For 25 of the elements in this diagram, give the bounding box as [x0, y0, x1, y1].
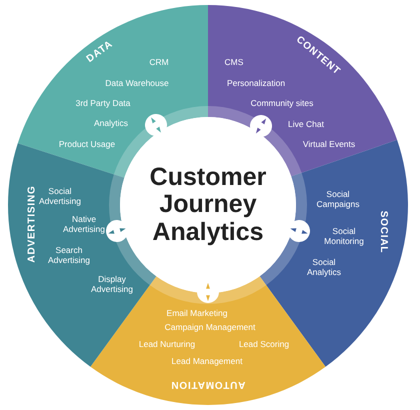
- list-item: Product Usage: [58, 140, 116, 150]
- segment-title: SOCIAL: [377, 210, 389, 254]
- list-item: Social Campaigns: [316, 190, 360, 210]
- list-item: Campaign Management: [164, 323, 256, 333]
- list-item: Social Analytics: [306, 258, 342, 278]
- segment-title: AUTOMATION: [170, 378, 246, 390]
- list-item: Social Monitoring: [323, 227, 365, 247]
- list-item: Personalization: [226, 79, 286, 89]
- segment-title: ADVERTISING: [26, 185, 38, 263]
- list-item: Live Chat: [287, 120, 325, 130]
- list-item: Virtual Events: [302, 140, 356, 150]
- list-item: Search Advertising: [46, 246, 92, 266]
- list-item: Email Marketing: [166, 309, 228, 319]
- list-item: Native Advertising: [62, 215, 106, 235]
- list-item: CRM: [148, 58, 170, 68]
- list-item: Analytics: [92, 119, 129, 129]
- list-item: 3rd Party Data: [74, 99, 132, 109]
- list-item: Display Advertising: [90, 275, 134, 295]
- list-item: Lead Management: [170, 357, 244, 367]
- list-item: CMS: [224, 58, 244, 68]
- list-item: Lead Nurturing: [138, 340, 196, 350]
- list-item: Lead Scoring: [238, 340, 290, 350]
- list-item: Data Warehouse: [104, 79, 170, 89]
- list-item: Community sites: [250, 99, 314, 109]
- center-title: Customer Journey Analytics: [148, 164, 268, 246]
